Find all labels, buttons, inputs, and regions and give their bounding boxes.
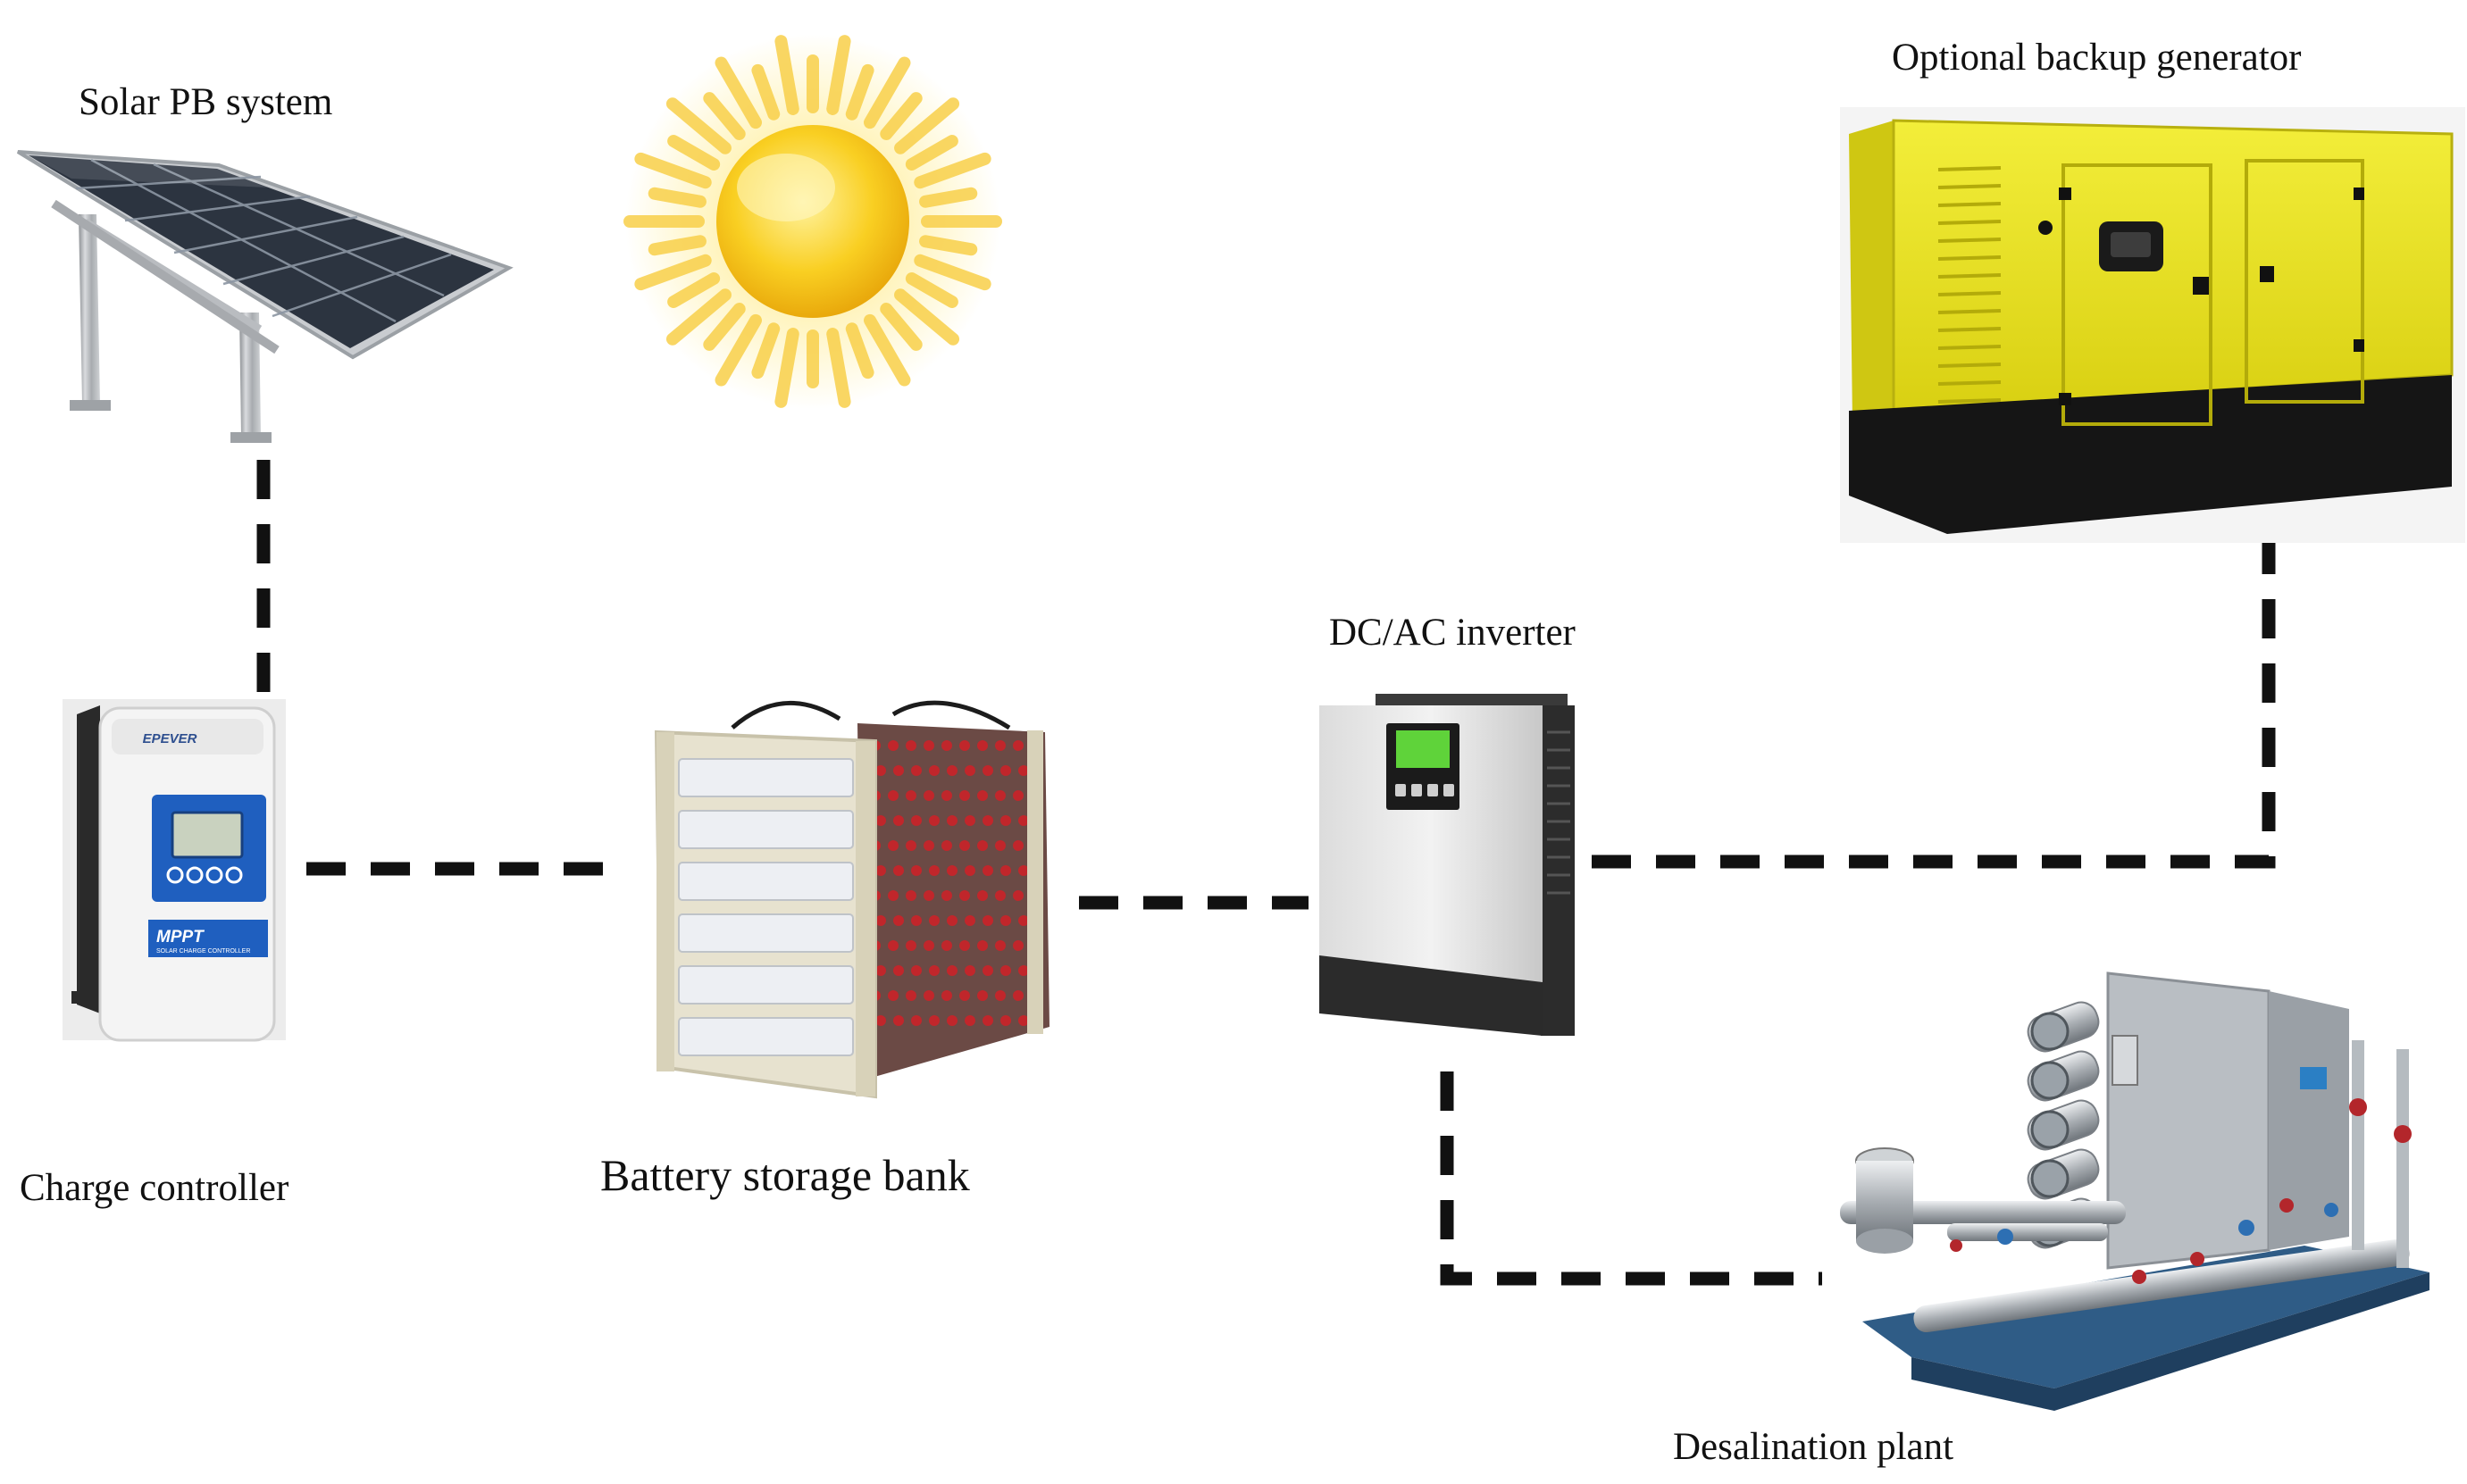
label-backup-generator: Optional backup generator [1892,37,2302,79]
sun-icon [623,34,1002,409]
controller-mppt-label: MPPT [156,928,205,946]
controller-brand-text: EPEVER [143,731,197,746]
label-desalination-plant: Desalination plant [1673,1426,1953,1468]
controller-lcd-screen [171,811,244,859]
charge-controller-icon: EPEVER MPPT SOLAR CHARGE CONTROLLER [63,699,286,1042]
backup-generator-icon [1840,107,2465,543]
label-battery-bank: Battery storage bank [600,1150,970,1200]
solar-panel-icon [16,150,514,443]
label-charge-controller: Charge controller [20,1167,289,1209]
controller-sub-label: SOLAR CHARGE CONTROLLER [156,948,250,955]
connector-lines [256,460,2276,1286]
desal-control-screen [2300,1067,2327,1089]
connector-inverter-to-generator [1592,518,2276,869]
desalination-plant-icon [1840,971,2429,1411]
label-inverter: DC/AC inverter [1329,612,1576,654]
battery-storage-icon [654,700,1050,1099]
inverter-icon [1319,694,1575,1036]
connector-inverter-to-desalination [1440,1071,1822,1286]
label-solar-system: Solar PB system [79,81,332,123]
inverter-lcd-screen [1396,730,1450,768]
controller-mppt-band [148,920,268,957]
